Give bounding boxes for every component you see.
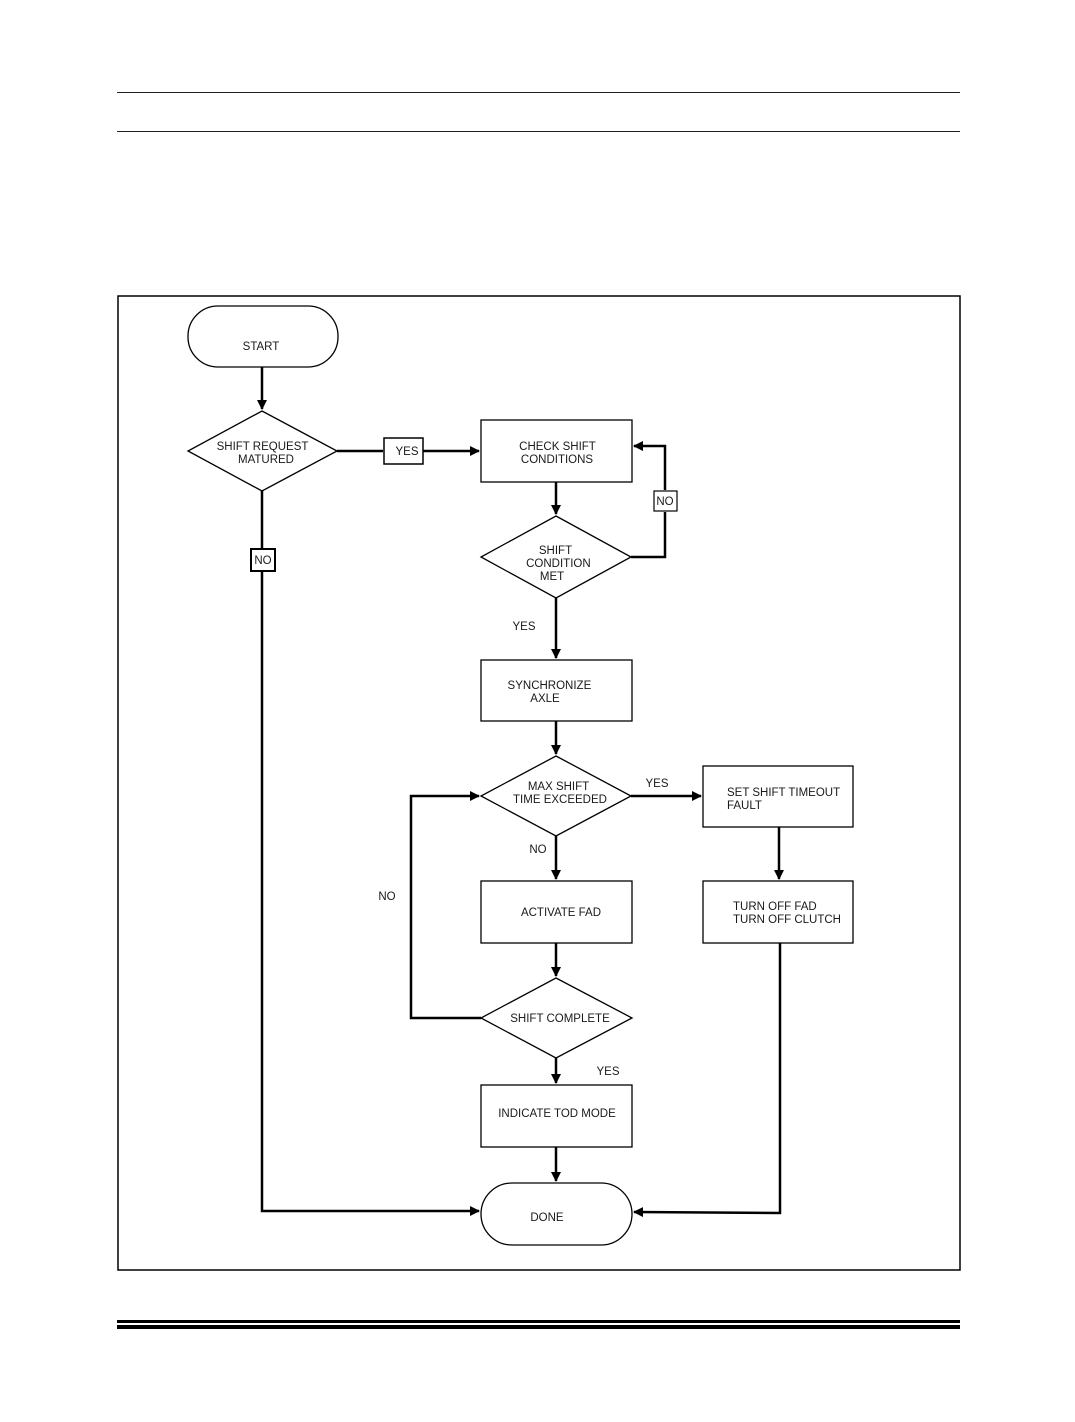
node-start-label: START (243, 341, 280, 353)
decision-shift-request-label: SHIFT REQUEST MATURED (217, 441, 312, 466)
process-indicate-tod-label: INDICATE TOD MODE (498, 1108, 616, 1120)
process-set-timeout: SET SHIFT TIMEOUT FAULT (702, 765, 854, 828)
node-start: START (187, 305, 339, 368)
process-turn-off: TURN OFF FAD TURN OFF CLUTCH (702, 880, 854, 944)
node-done-label: DONE (530, 1212, 564, 1224)
process-set-timeout-label: SET SHIFT TIMEOUT FAULT (727, 787, 843, 812)
decision-shift-complete-label: SHIFT COMPLETE (510, 1013, 610, 1025)
process-turn-off-label: TURN OFF FAD TURN OFF CLUTCH (733, 901, 841, 926)
svg-text:NO: NO (254, 555, 271, 567)
edge-complete-no (409, 791, 481, 1020)
edge-turnoff-to-done (633, 943, 782, 1218)
edge-condition-no (631, 446, 667, 559)
svg-text:NO: NO (656, 496, 673, 508)
decision-shift-complete: SHIFT COMPLETE (479, 977, 634, 1059)
decision-shift-condition-label: SHIFT CONDITION MET (526, 545, 594, 583)
decision-shift-condition: SHIFT CONDITION MET (479, 515, 633, 599)
process-check-shift-label: CHECK SHIFT CONDITIONS (519, 441, 599, 466)
decision-max-shift-label: MAX SHIFT TIME EXCEEDED (513, 781, 607, 806)
process-check-shift: CHECK SHIFT CONDITIONS (480, 419, 633, 483)
label-maxshift-no: NO (529, 844, 546, 856)
diagram-frame (117, 295, 961, 1271)
header-rule-bottom (117, 131, 960, 132)
process-synchronize: SYNCHRONIZE AXLE (480, 659, 633, 722)
label-request-yes: YES (383, 437, 424, 465)
node-done: DONE (480, 1182, 633, 1246)
label-complete-no: NO (378, 891, 395, 903)
edge-request-no (260, 491, 479, 1211)
decision-shift-request: SHIFT REQUEST MATURED (186, 410, 339, 492)
decision-max-shift: MAX SHIFT TIME EXCEEDED (479, 755, 633, 837)
footer-rule-thicker (117, 1325, 960, 1329)
label-maxshift-yes: YES (645, 778, 668, 790)
process-synchronize-label: SYNCHRONIZE AXLE (508, 680, 595, 705)
label-condition-yes: YES (512, 621, 535, 633)
footer-rule-thick (117, 1320, 960, 1323)
process-activate-fad-label: ACTIVATE FAD (521, 907, 601, 919)
svg-text:YES: YES (395, 446, 418, 458)
label-condition-no: NO (653, 490, 678, 512)
process-activate-fad: ACTIVATE FAD (480, 880, 633, 944)
process-indicate-tod: INDICATE TOD MODE (480, 1084, 633, 1148)
label-complete-yes: YES (596, 1066, 619, 1078)
header-rule-top (117, 92, 960, 93)
label-request-no: NO (250, 548, 276, 572)
